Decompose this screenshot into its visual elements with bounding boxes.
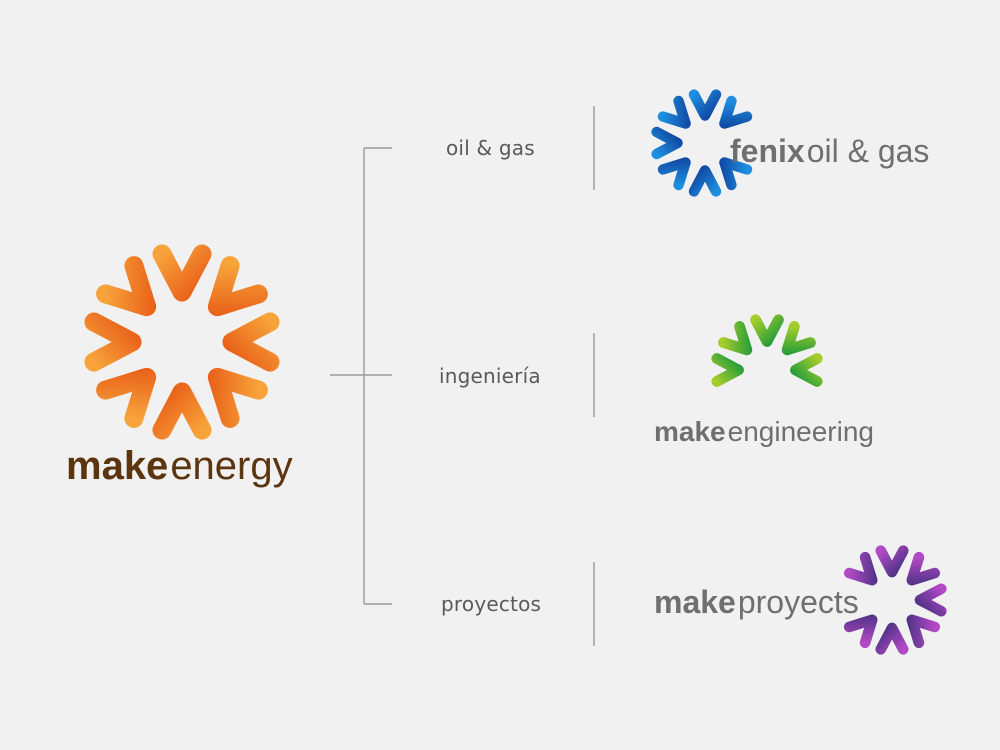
logo-chevron — [875, 622, 909, 655]
logo-chevron — [843, 551, 878, 586]
fenix-oil-gas-wordmark: fenixoil & gas — [730, 135, 929, 167]
logo-chevron — [96, 256, 157, 317]
logo-chevron — [84, 312, 142, 372]
logo-chevron — [875, 545, 909, 578]
logo-chevron — [657, 95, 691, 129]
logo-chevron — [688, 165, 722, 197]
logo-chevron — [688, 89, 722, 121]
category-label-oil-gas: oil & gas — [446, 136, 535, 160]
make-proyects-wordmark-bold: make — [654, 584, 736, 620]
logo-chevron — [657, 157, 691, 191]
make-energy-wordmark: makeenergy — [66, 446, 293, 486]
logo-chevron — [781, 321, 816, 356]
make-engineering-wordmark-bold: make — [654, 416, 726, 447]
logo-chevron — [207, 367, 268, 428]
make-proyects-wordmark-light: proyects — [737, 584, 859, 620]
logo-chevron — [906, 551, 941, 586]
logo-chevron — [906, 614, 941, 649]
logo-chevron — [750, 314, 784, 347]
logo-chevron — [718, 321, 753, 356]
make-energy-wordmark-light: energy — [170, 444, 293, 488]
category-label-proyectos: proyectos — [441, 592, 542, 616]
logo-chevron — [719, 95, 753, 129]
logo-chevron — [152, 382, 212, 440]
make-engineering-logo-mark — [711, 314, 823, 387]
logo-chevron — [719, 157, 753, 191]
logo-chevron — [914, 583, 947, 617]
make-energy-logo-mark — [84, 244, 280, 440]
logo-chevron — [207, 256, 268, 317]
fenix-logo-mark — [651, 89, 753, 197]
logo-chevron — [711, 353, 744, 387]
fenix-wordmark-bold: fenix — [730, 133, 805, 169]
make-proyects-wordmark: makeproyects — [654, 586, 859, 618]
make-energy-wordmark-bold: make — [66, 444, 169, 488]
make-engineering-wordmark: makeengineering — [654, 418, 874, 446]
logo-chevron — [152, 244, 212, 302]
logo-chevron — [222, 312, 280, 372]
make-proyects-logo-mark — [843, 545, 947, 655]
logo-chevron — [651, 126, 683, 160]
make-engineering-wordmark-light: engineering — [727, 416, 874, 447]
logo-chevron — [96, 367, 157, 428]
logo-chevron — [790, 353, 823, 387]
fenix-wordmark-light: oil & gas — [806, 133, 930, 169]
category-label-ingenieria: ingeniería — [439, 364, 541, 388]
logo-chevron — [843, 614, 878, 649]
